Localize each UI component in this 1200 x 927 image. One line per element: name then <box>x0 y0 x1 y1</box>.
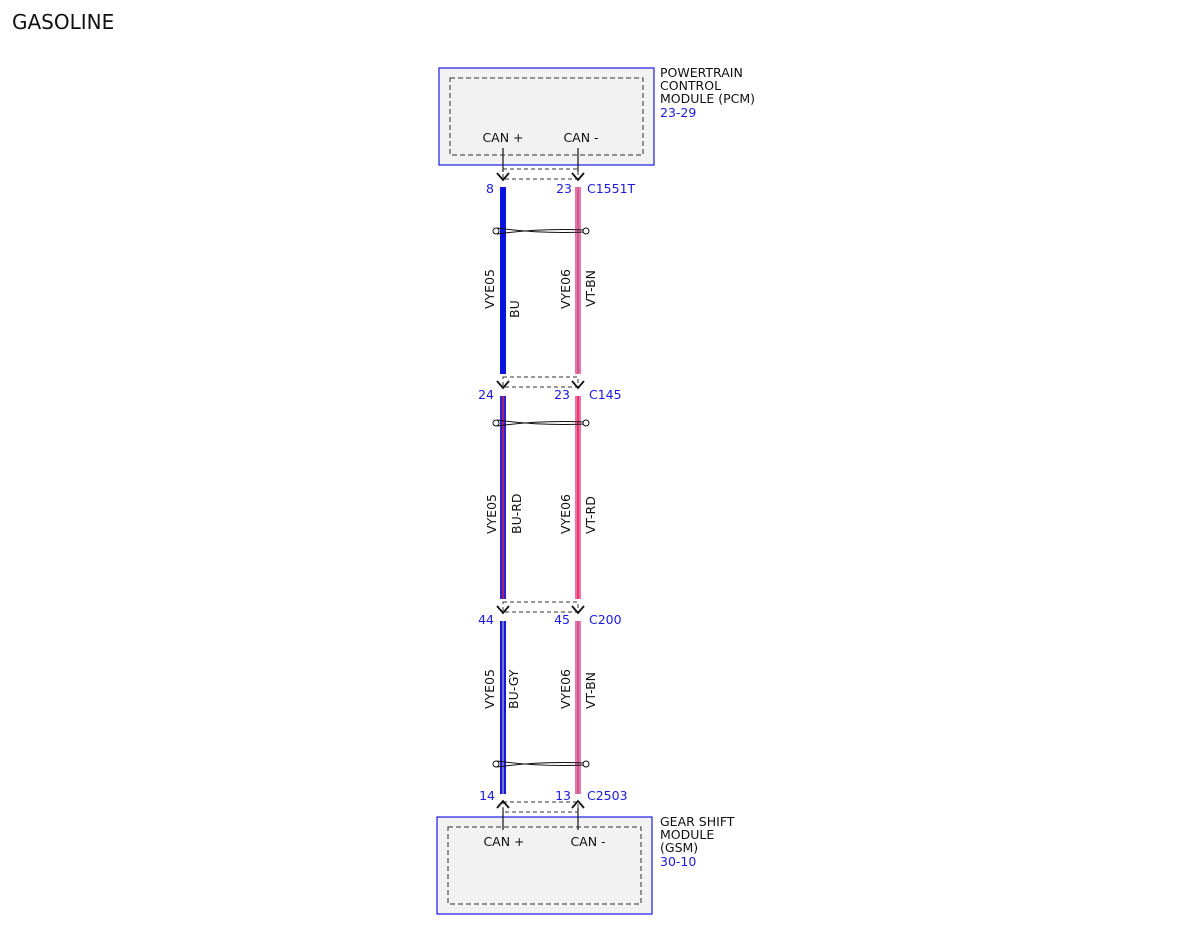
wire-vye05-bu[interactable] <box>500 187 506 374</box>
c1551t-pin-23-terminal-icon <box>571 172 585 182</box>
pcm-name-line-3: MODULE (PCM) <box>660 91 755 106</box>
wire-vye05-bu-gy[interactable] <box>500 621 506 794</box>
connector-c200-id[interactable]: C200 <box>589 612 622 627</box>
wire-vye06-vt-bn[interactable] <box>575 187 581 374</box>
gsm-module[interactable]: CAN + CAN - <box>436 816 653 915</box>
connector-c145-id[interactable]: C145 <box>589 387 622 402</box>
pcm-can-minus-label: CAN - <box>563 130 598 145</box>
segment-1-right-color: VT-BN <box>583 270 598 307</box>
connector-c1551t-id[interactable]: C1551T <box>587 181 636 196</box>
twisted-pair-icon-1 <box>492 227 590 235</box>
gsm-name-line-3: (GSM) <box>660 840 698 855</box>
c200-pin-left: 44 <box>478 612 494 627</box>
segment-3-right-color: VT-BN <box>583 672 598 709</box>
wire-vye05-bu-gy-stripe <box>502 621 504 794</box>
pcm-name-line-1: POWERTRAIN <box>660 65 743 80</box>
c145-pin-24-terminal-icon <box>496 380 510 390</box>
connector-c145-outline <box>502 376 579 388</box>
wire-vye06-vt-bn-lower-stripe <box>577 621 579 794</box>
pcm-page-ref[interactable]: 23-29 <box>660 105 696 120</box>
pcm-module-box <box>438 67 655 166</box>
connector-c2503-id[interactable]: C2503 <box>587 788 628 803</box>
wire-vye06-vt-rd-stripe <box>577 396 579 599</box>
pcm-module[interactable]: CAN + CAN - <box>438 67 655 166</box>
gsm-name-line-1: GEAR SHIFT <box>660 814 735 829</box>
pcm-inner-outline <box>449 77 644 156</box>
c2503-pin-left: 14 <box>479 788 495 803</box>
segment-1-left-color: BU <box>507 300 522 318</box>
gsm-inner-outline <box>447 826 642 905</box>
segment-1-left-circuit: VYE05 <box>482 269 497 309</box>
connector-c1551t-outline <box>502 168 579 180</box>
gsm-can-plus-label: CAN + <box>483 834 524 849</box>
wire-vye06-vt-bn-lower[interactable] <box>575 621 581 794</box>
c145-pin-right: 23 <box>554 387 570 402</box>
c2503-pin-right: 13 <box>555 788 571 803</box>
segment-3-right-circuit: VYE06 <box>558 669 573 709</box>
pcm-name-line-2: CONTROL <box>660 78 721 93</box>
twisted-pair-icon-3 <box>492 760 590 768</box>
c1551t-pin-right: 23 <box>556 181 572 196</box>
segment-2-left-color: BU-RD <box>509 493 524 534</box>
wire-vye05-bu-rd[interactable] <box>500 396 506 599</box>
gsm-can-minus-label: CAN - <box>570 834 605 849</box>
c1551t-pin-left: 8 <box>486 181 494 196</box>
connector-c200-outline <box>502 601 579 613</box>
c200-pin-44-terminal-icon <box>496 605 510 615</box>
gsm-page-ref[interactable]: 30-10 <box>660 854 696 869</box>
page-title: GASOLINE <box>12 10 114 34</box>
twisted-pair-icon-2 <box>492 419 590 427</box>
segment-2-right-color: VT-RD <box>583 496 598 534</box>
segment-3-left-circuit: VYE05 <box>482 669 497 709</box>
segment-2-left-circuit: VYE05 <box>484 494 499 534</box>
c200-pin-45-terminal-icon <box>571 605 585 615</box>
c145-pin-left: 24 <box>478 387 494 402</box>
connector-c2503-outline <box>502 801 579 813</box>
segment-3-left-color: BU-GY <box>506 669 521 709</box>
wire-vye06-vt-bn-stripe <box>577 187 579 374</box>
c1551t-pin-8-terminal-icon <box>496 172 510 182</box>
c2503-pin-14-terminal-icon <box>496 799 510 809</box>
wire-vye06-vt-rd[interactable] <box>575 396 581 599</box>
wire-vye05-bu-rd-stripe <box>502 396 504 599</box>
segment-1-right-circuit: VYE06 <box>558 269 573 309</box>
gsm-module-box <box>436 816 653 915</box>
c2503-pin-13-terminal-icon <box>571 799 585 809</box>
c200-pin-right: 45 <box>554 612 570 627</box>
gsm-name-line-2: MODULE <box>660 827 714 842</box>
pcm-can-plus-label: CAN + <box>482 130 523 145</box>
c145-pin-23-terminal-icon <box>571 380 585 390</box>
segment-2-right-circuit: VYE06 <box>558 494 573 534</box>
